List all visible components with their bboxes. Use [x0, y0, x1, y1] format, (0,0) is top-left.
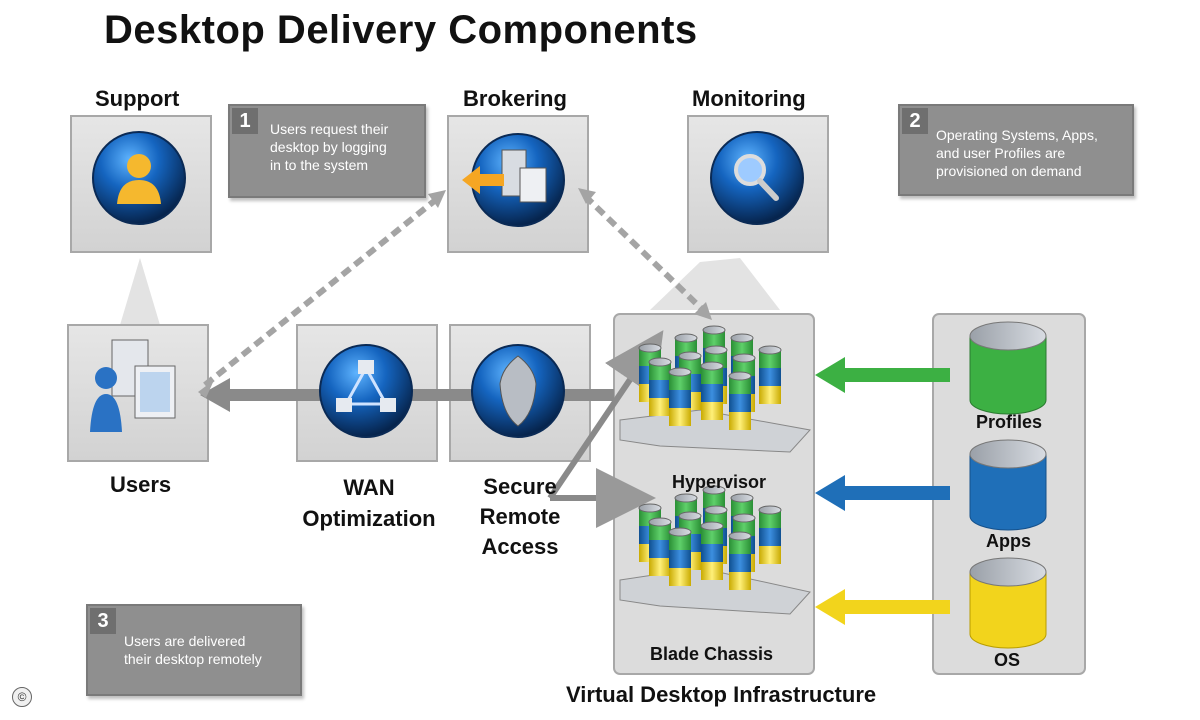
- users-label: Users: [110, 472, 172, 497]
- note-2-text: Operating Systems, Apps, and user Profil…: [936, 127, 1098, 179]
- hypervisor-server-stack: [619, 325, 811, 453]
- support-connector: [120, 258, 160, 325]
- profiles-arrow-head: [815, 357, 845, 393]
- blade-chassis-label: Blade Chassis: [650, 644, 774, 664]
- os-arrow-shaft: [838, 600, 950, 614]
- secure-label: Secure Remote Access: [479, 474, 561, 559]
- magnifier-icon: [710, 131, 804, 225]
- note-3-text: Users are delivered their desktop remote…: [124, 633, 262, 667]
- dashed-arrow-tail-2: [578, 188, 596, 204]
- note-1-text: Users request their desktop by logging i…: [270, 121, 389, 173]
- note-1-number: 1: [232, 108, 258, 134]
- vdi-label: Virtual Desktop Infrastructure: [566, 682, 877, 707]
- copyright-icon: ©: [12, 687, 32, 707]
- wan-label: WAN Optimization: [302, 475, 436, 531]
- monitoring-label: Monitoring: [692, 86, 806, 111]
- user-icon: [92, 131, 186, 225]
- dashed-users-to-brokering: [203, 195, 440, 388]
- apps-label: Apps: [986, 531, 1031, 551]
- network-icon: [319, 344, 413, 438]
- user-computer-icon: [90, 339, 176, 432]
- dashed-arrow-head-1: [428, 190, 446, 208]
- diagram-title: Desktop Delivery Components: [104, 8, 698, 52]
- main-arrow-head: [200, 378, 230, 412]
- dashed-arrow-head-2: [694, 302, 712, 320]
- note-2: 2 Operating Systems, Apps, and user Prof…: [898, 104, 1134, 196]
- profiles-arrow-shaft: [838, 368, 950, 382]
- note-3-number: 3: [90, 608, 116, 634]
- secure-to-hypervisor-arrow: [547, 330, 664, 500]
- apps-arrow-head: [815, 475, 845, 511]
- server-transfer-icon: [462, 133, 565, 227]
- shield-icon: [471, 344, 565, 438]
- profiles-cylinder: [969, 321, 1047, 415]
- note-3: 3 Users are delivered their desktop remo…: [86, 604, 302, 696]
- brokering-label: Brokering: [463, 86, 567, 111]
- dashed-brokering-to-vdi: [582, 193, 708, 315]
- apps-cylinder: [969, 439, 1047, 531]
- note-1: 1 Users request their desktop by logging…: [228, 104, 426, 198]
- support-label: Support: [95, 86, 180, 111]
- apps-arrow-shaft: [838, 486, 950, 500]
- os-arrow-head: [815, 589, 845, 625]
- note-2-number: 2: [902, 108, 928, 134]
- monitoring-connector: [650, 258, 780, 310]
- profiles-label: Profiles: [976, 412, 1043, 432]
- os-cylinder: [969, 557, 1047, 649]
- blade-server-stack: [619, 485, 811, 615]
- hypervisor-label: Hypervisor: [672, 472, 767, 492]
- dashed-arrow-tail-1: [198, 380, 214, 398]
- os-label: OS: [994, 650, 1021, 670]
